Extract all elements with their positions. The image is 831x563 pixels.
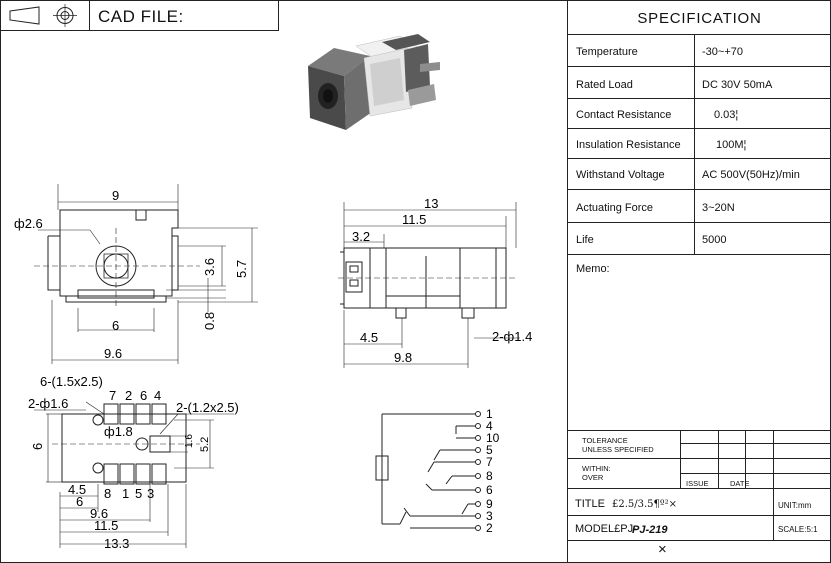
- front-view-drawing: 9 ф2.6 3.6 5.7 0.8 6 9.6: [14, 184, 258, 364]
- footprint-dim-96: 9.6: [90, 506, 108, 521]
- date-label: DATE: [730, 479, 750, 488]
- schematic-drawing: 1 4 10 5 7 8 6 9 3 2: [375, 407, 500, 534]
- dim-phi-26: ф2.6: [14, 216, 43, 231]
- footprint-hole16: 2-ф1.6: [28, 396, 68, 411]
- footprint-pads2: 2-(1.2x2.5): [176, 400, 239, 415]
- side-dim-115: 11.5: [402, 212, 426, 227]
- side-dim-phi14: 2-ф1.4: [492, 329, 532, 344]
- specification-panel: SPECIFICATION Temperature -30~+70 Rated …: [567, 0, 831, 562]
- dim-57: 5.7: [234, 260, 249, 278]
- pin-top-2: 6: [140, 388, 147, 403]
- spec-row-insulation-resistance: Insulation Resistance 100M¦: [568, 129, 831, 159]
- schem-pin-4: 7: [486, 455, 493, 469]
- footprint-dim-133: 13.3: [104, 536, 129, 551]
- footprint-drawing: 6-(1.5x2.5) 2-(1.2x2.5) 2-ф1.6 ф1.8 7 2 …: [28, 374, 239, 551]
- schem-pin-5: 8: [486, 469, 493, 483]
- spec-row-actuating-force: Actuating Force 3~20N: [568, 190, 831, 223]
- cad-file-label: CAD FILE:: [98, 7, 184, 26]
- schem-pin-1: 4: [486, 419, 493, 433]
- side-dim-45: 4.5: [360, 330, 378, 345]
- pin-bottom-1: 1: [122, 486, 129, 501]
- spec-row-temperature: Temperature -30~+70: [568, 34, 831, 67]
- side-dim-13: 13: [424, 196, 438, 211]
- scale-label: SCALE:5:1: [778, 525, 818, 534]
- within-over-label: WITHIN: OVER: [582, 464, 611, 482]
- schem-pin-0: 1: [486, 407, 493, 421]
- side-dim-32: 3.2: [352, 229, 370, 244]
- footprint-dim-115: 11.5: [94, 518, 118, 533]
- cad-header: CAD FILE:: [0, 0, 279, 31]
- schem-pin-9: 2: [486, 521, 493, 534]
- pin-top-1: 2: [125, 388, 132, 403]
- dim-08: 0.8: [202, 312, 217, 330]
- schem-pin-6: 6: [486, 483, 493, 497]
- pin-top-0: 7: [109, 388, 116, 403]
- footprint-pads6: 6-(1.5x2.5): [40, 374, 103, 389]
- title-value: £2.5/3.5¶º²×: [612, 499, 677, 510]
- spec-row-rated-load: Rated Load DC 30V 50mA: [568, 67, 831, 99]
- footprint-hole18: ф1.8: [104, 424, 133, 439]
- side-view-drawing: 13 11.5 3.2 4.5 9.8 2-ф1.4: [338, 196, 532, 368]
- schem-pin-7: 9: [486, 497, 493, 511]
- model-value: PJ-219: [632, 524, 668, 536]
- pin-bottom-2: 5: [135, 486, 142, 501]
- schem-pin-2: 10: [486, 431, 500, 445]
- model-label: MODEL£PJ-: [575, 523, 637, 535]
- spec-row-withstand-voltage: Withstand Voltage AC 500V(50Hz)/min: [568, 159, 831, 190]
- footprint-dim-45: 4.5: [68, 482, 86, 497]
- specification-title: SPECIFICATION: [568, 0, 831, 35]
- schem-pin-3: 5: [486, 443, 493, 457]
- title-label: TITLE: [575, 498, 605, 510]
- dim-width: 9: [112, 188, 119, 203]
- footprint-dim-16: 1.6: [184, 434, 195, 448]
- projection-symbol: [1, 1, 90, 30]
- issue-label: ISSUE: [686, 479, 709, 488]
- dim-36: 3.6: [202, 258, 217, 276]
- memo-label: Memo:: [576, 263, 610, 275]
- schem-pin-8: 3: [486, 509, 493, 523]
- footprint-dim-6b: 6: [76, 494, 83, 509]
- pin-top-3: 4: [154, 388, 161, 403]
- tolerance-label: TOLERANCE UNLESS SPECIFIED: [582, 436, 654, 454]
- spec-row-life: Life 5000: [568, 223, 831, 255]
- product-photo: [308, 34, 440, 130]
- close-mark-icon: ×: [658, 541, 667, 558]
- footprint-dim-6: 6: [30, 443, 45, 450]
- pin-bottom-3: 3: [147, 486, 154, 501]
- dim-96: 9.6: [104, 346, 122, 361]
- unit-label: UNIT:mm: [778, 501, 812, 510]
- side-dim-98: 9.8: [394, 350, 412, 365]
- pin-bottom-0: 8: [104, 486, 111, 501]
- dim-6: 6: [112, 318, 119, 333]
- footprint-dim-52: 5.2: [199, 437, 211, 452]
- spec-row-contact-resistance: Contact Resistance 0.03¦: [568, 99, 831, 129]
